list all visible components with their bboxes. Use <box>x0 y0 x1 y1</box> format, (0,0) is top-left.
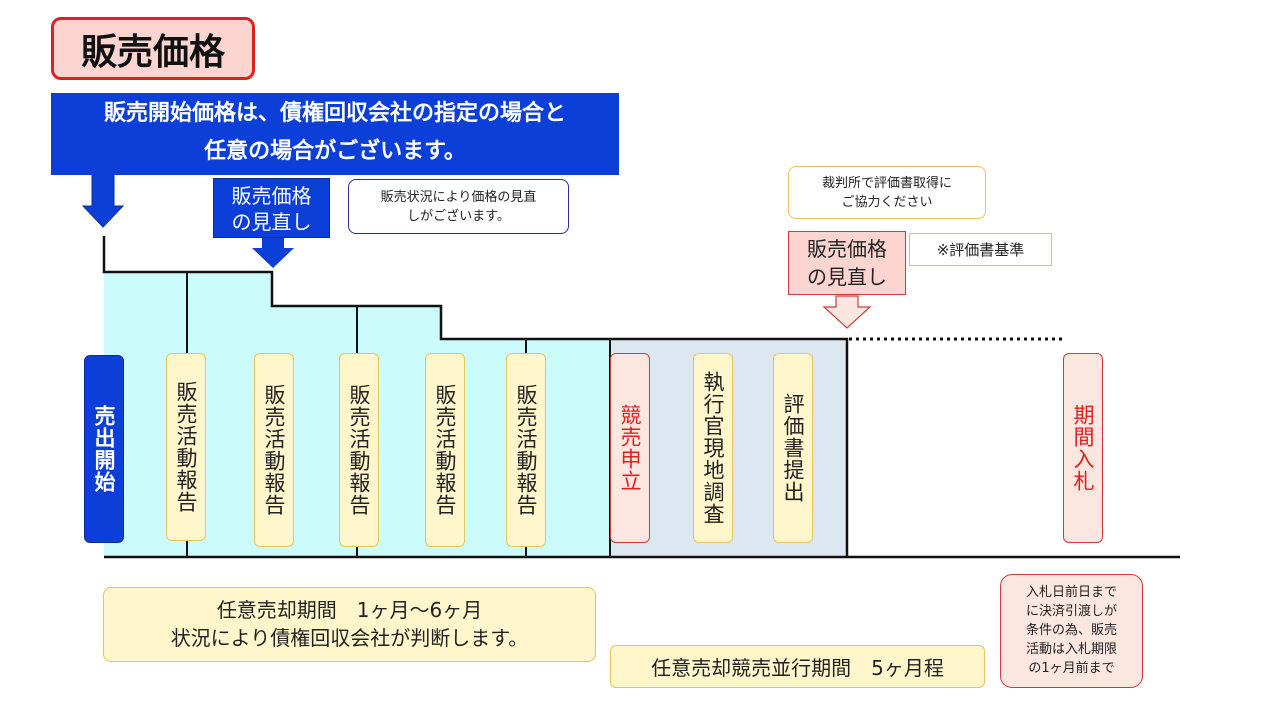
court-note: 裁判所で評価書取得に ご協力ください <box>788 166 986 219</box>
banner-line: 販売開始価格は、債権回収会社の指定の場合と <box>103 101 566 126</box>
down-arrow-outline-icon <box>822 295 872 329</box>
banner-line: 任意の場合がございます。 <box>204 139 466 164</box>
down-arrow-icon <box>81 173 125 228</box>
deadline-note: 入札日前日まで に決済引渡しが 条件の為、販売 活動は入札期限 の1ヶ月前まで <box>1000 574 1143 688</box>
parallel-period: 任意売却競売並行期間 5ヶ月程 <box>610 645 985 688</box>
milestone-appraisal: 評価書提出 <box>773 353 813 543</box>
milestone-start: 売出開始 <box>84 355 124 543</box>
milestone-report: 販売活動報告 <box>425 353 465 547</box>
price-review-label-court: 販売価格 の見直し <box>788 231 906 295</box>
milestone-report: 販売活動報告 <box>339 353 379 547</box>
milestone-bidding: 期間入札 <box>1063 353 1103 543</box>
milestone-inspection: 執行官現地調査 <box>693 353 733 543</box>
milestone-auction-filing: 競売申立 <box>610 353 650 543</box>
page-title: 販売価格 <box>51 17 255 80</box>
milestone-report: 販売活動報告 <box>254 353 294 547</box>
appraisal-standard-note: ※評価書基準 <box>909 233 1052 266</box>
milestone-report: 販売活動報告 <box>506 353 546 547</box>
start-price-banner: 販売開始価格は、債権回収会社の指定の場合と 任意の場合がございます。 <box>51 93 619 175</box>
price-review-label: 販売価格 の見直し <box>213 178 330 238</box>
down-arrow-icon <box>252 238 294 268</box>
voluntary-sale-period: 任意売却期間 1ヶ月～6ヶ月 状況により債権回収会社が判断します。 <box>103 587 596 662</box>
sales-note: 販売状況により価格の見直 しがございます。 <box>348 179 569 234</box>
milestone-report: 販売活動報告 <box>166 353 206 541</box>
